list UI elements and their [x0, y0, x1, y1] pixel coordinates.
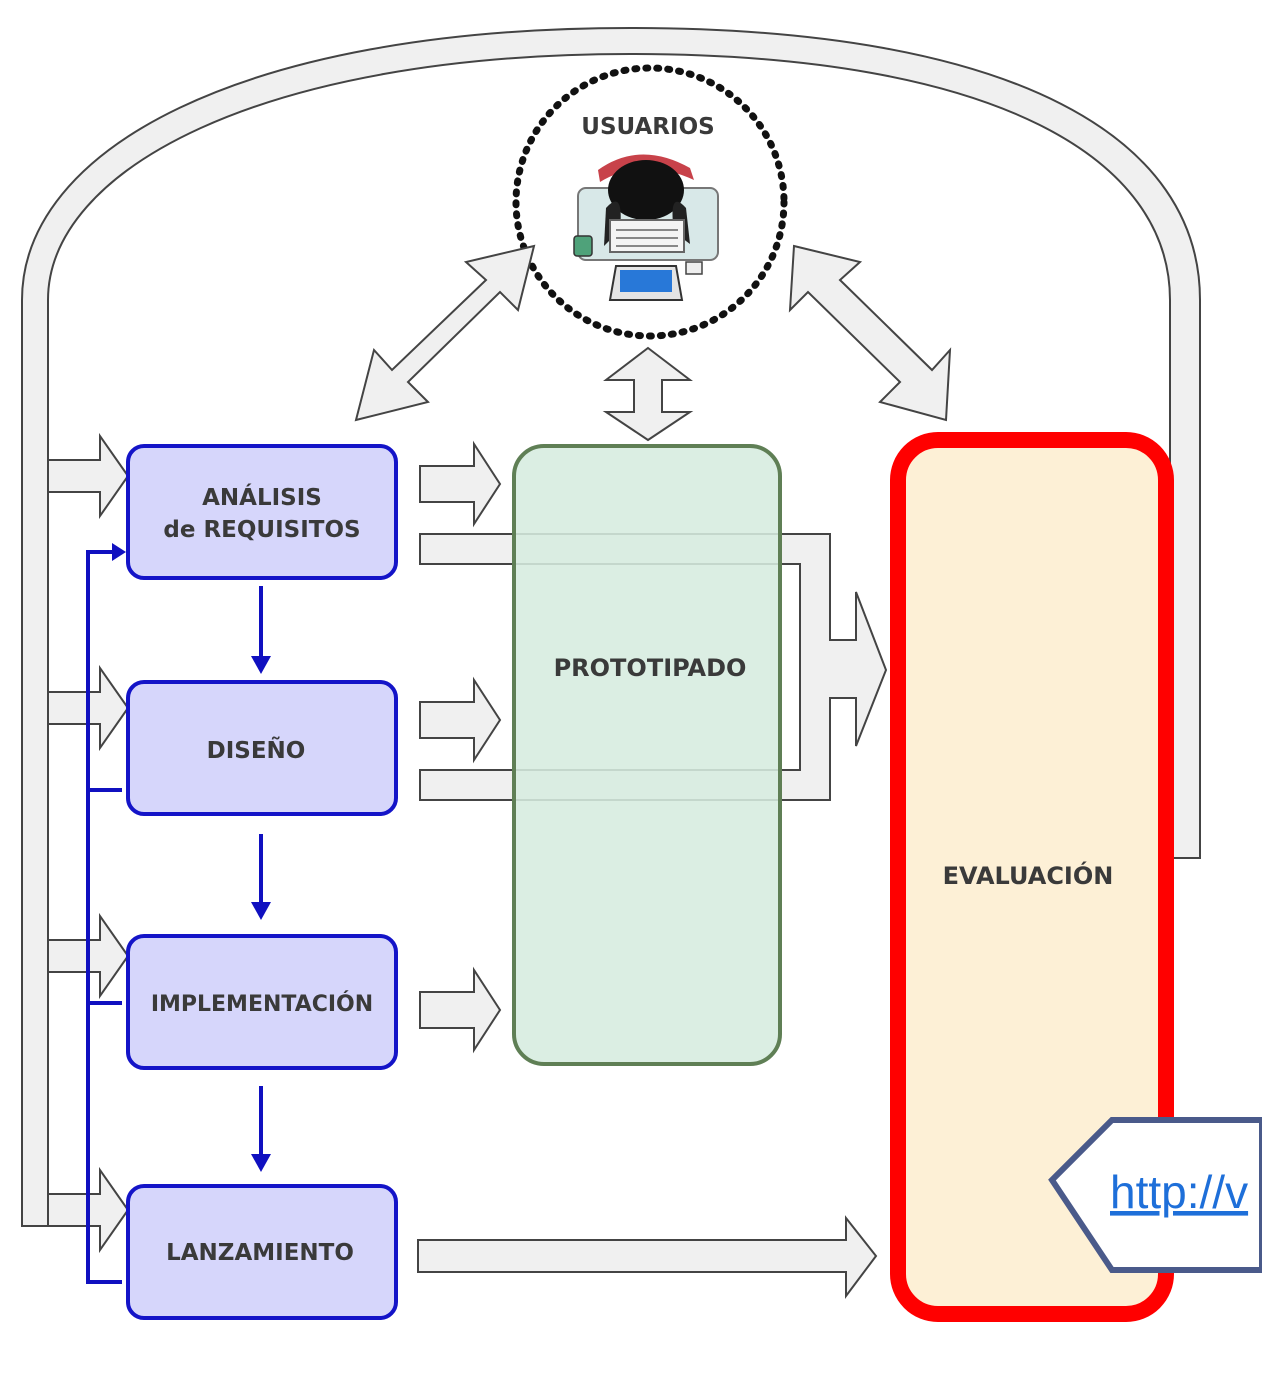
design-label: DISEÑO	[207, 736, 306, 764]
implementation-label: IMPLEMENTACIÓN	[151, 991, 373, 1017]
launch-label: LANZAMIENTO	[166, 1240, 354, 1266]
user-at-computer-icon	[573, 154, 719, 301]
evaluation-box: EVALUACIÓN	[890, 432, 1174, 1322]
arrow-implementation-to-prototype	[419, 966, 502, 1054]
double-arrow-users-analysis	[354, 244, 536, 422]
iteration-connector	[86, 543, 126, 1284]
prototype-label: PROTOTIPADO	[554, 654, 747, 682]
link-text[interactable]: http://v	[1110, 1166, 1248, 1218]
arrow-design-to-prototype	[419, 676, 502, 764]
analysis-label-line1: ANÁLISIS	[202, 483, 322, 511]
process-flow-arrows	[251, 586, 271, 1172]
users-node: USUARIOS	[512, 64, 788, 340]
arrow-to-evaluation-combined	[419, 533, 888, 801]
link-callout[interactable]: http://v	[1048, 1117, 1262, 1273]
outer-feedback-loop	[21, 26, 1201, 1227]
arrow-analysis-to-prototype	[419, 440, 502, 528]
process-box-design: DISEÑO	[126, 680, 398, 816]
evaluation-label: EVALUACIÓN	[943, 860, 1114, 890]
double-arrow-users-prototype	[602, 346, 694, 442]
prototype-box: PROTOTIPADO	[512, 444, 782, 1066]
arrow-launch-to-evaluation	[417, 1215, 878, 1299]
process-box-launch: LANZAMIENTO	[126, 1184, 398, 1320]
double-arrow-users-evaluation	[788, 244, 952, 422]
analysis-label-line2: de REQUISITOS	[163, 517, 360, 543]
users-label: USUARIOS	[581, 114, 714, 140]
feeder-arrow-analysis	[47, 432, 130, 520]
process-box-implementation: IMPLEMENTACIÓN	[126, 934, 398, 1070]
process-box-analysis: ANÁLISIS de REQUISITOS	[126, 444, 398, 580]
arrows-to-prototype	[419, 440, 502, 1054]
